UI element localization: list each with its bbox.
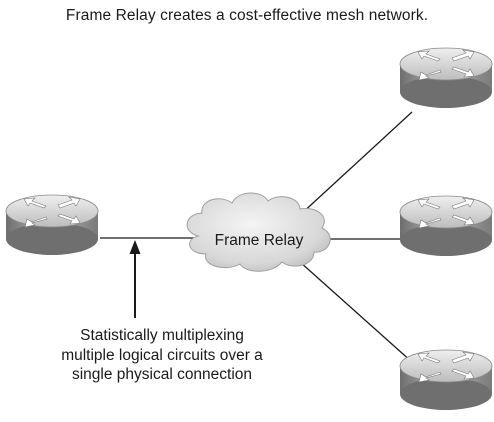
router-icon-top: [399, 47, 493, 109]
link-to-router-bottom: [299, 261, 413, 363]
diagram-caption: Frame Relay creates a cost-effective mes…: [65, 7, 429, 24]
frame-relay-cloud-icon: Frame Relay: [186, 192, 331, 272]
annotation-line-1: Statistically multiplexing: [80, 327, 244, 344]
router-icon-bottom: [399, 349, 493, 411]
link-to-router-top: [299, 111, 413, 216]
multiplexing-annotation: Statistically multiplexing multiple logi…: [12, 326, 312, 385]
cloud-label: Frame Relay: [215, 232, 304, 249]
router-icon-left: [5, 194, 99, 256]
router-icon-middle: [399, 195, 493, 257]
annotation-line-2: multiple logical circuits over a: [61, 346, 263, 364]
arrow-up-icon: [129, 240, 141, 318]
annotation-line-3: single physical connection: [71, 366, 253, 383]
